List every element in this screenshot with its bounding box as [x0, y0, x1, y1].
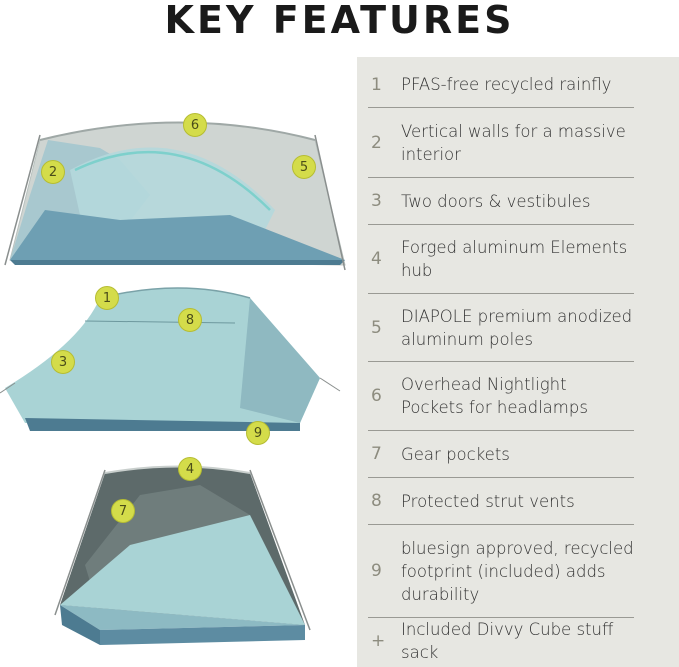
feature-item: 9 bluesign approved, recycled footprint … — [368, 525, 634, 618]
page-title: KEY FEATURES — [164, 0, 515, 42]
feature-item: 8 Protected strut vents — [368, 478, 634, 525]
feature-number: 6 — [371, 386, 382, 406]
feature-text: Protected strut vents — [401, 491, 575, 511]
feature-item: 4 Forged aluminum Elements hub — [368, 225, 634, 294]
feature-number: 9 — [371, 561, 382, 581]
feature-item: + Included Divvy Cube stuff sack — [368, 618, 634, 664]
feature-item: 5 DIAPOLE premium anodized aluminum pole… — [368, 294, 634, 362]
feature-item: 3 Two doors & vestibules — [368, 178, 634, 225]
feature-item: 2 Vertical walls for a massive interior — [368, 108, 634, 178]
feature-number: + — [371, 631, 386, 651]
tent-interior-illustration — [4, 121, 346, 271]
feature-number: 5 — [371, 317, 382, 338]
feature-item: 7 Gear pockets — [368, 431, 634, 478]
tent-rainfly-illustration — [0, 287, 341, 431]
features-panel — [357, 57, 679, 667]
tent-hub-illustration — [54, 465, 311, 645]
feature-number: 1 — [371, 74, 382, 95]
feature-text: bluesign approved, recycled footprint (i… — [401, 538, 634, 604]
feature-number: 8 — [371, 491, 382, 511]
feature-text: Gear pockets — [401, 444, 510, 464]
feature-item: 6 Overhead Nightlight Pockets for headla… — [368, 362, 634, 431]
feature-text: DIAPOLE premium anodized aluminum poles — [401, 306, 633, 349]
feature-text: Two doors & vestibules — [401, 191, 591, 211]
feature-text: PFAS-free recycled rainfly — [401, 75, 612, 94]
feature-text: Included Divvy Cube stuff sack — [401, 620, 614, 662]
feature-text: Forged aluminum Elements hub — [401, 238, 628, 280]
feature-number: 4 — [371, 249, 382, 269]
feature-number: 3 — [371, 191, 382, 211]
feature-number: 2 — [371, 132, 382, 153]
feature-text: Vertical walls for a massive interior — [401, 121, 626, 164]
feature-text: Overhead Nightlight Pockets for headlamp… — [401, 375, 588, 417]
feature-number: 7 — [371, 444, 382, 464]
feature-item: 1 PFAS-free recycled rainfly — [368, 62, 634, 108]
